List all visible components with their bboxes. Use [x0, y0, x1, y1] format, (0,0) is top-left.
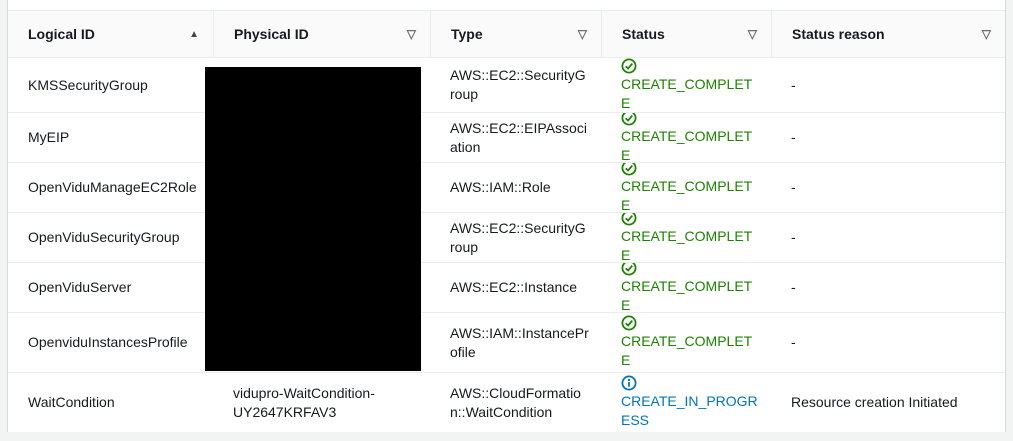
table-row[interactable]: OpenViduServer AWS::EC2::Instance CREATE…	[8, 262, 1005, 312]
cell-type: AWS::IAM::Role	[450, 179, 551, 195]
info-circle-icon	[621, 375, 637, 391]
column-header-status-reason[interactable]: Status reason ▽	[771, 11, 1005, 57]
redaction-overlay	[205, 67, 421, 371]
status-label: CREATE_COMPLETE	[621, 128, 753, 162]
sort-ascending-icon[interactable]: ▲	[189, 28, 199, 40]
status-label: CREATE_COMPLETE	[621, 75, 753, 111]
table-row[interactable]: KMSSecurityGroup AWS::EC2::SecurityGroup…	[8, 58, 1005, 112]
cell-type: AWS::EC2::SecurityGroup	[450, 219, 586, 255]
status-label: CREATE_COMPLETE	[621, 228, 753, 262]
status-label: CREATE_COMPLETE	[621, 178, 753, 212]
cell-logical-id: MyEIP	[28, 129, 70, 145]
column-header-label: Status	[622, 26, 665, 42]
column-header-logical-id[interactable]: Logical ID ▲	[8, 11, 213, 57]
cell-status-reason: Resource creation Initiated	[791, 394, 958, 410]
cell-logical-id: OpenviduInstancesProfile	[28, 334, 188, 350]
filter-icon[interactable]: ▽	[577, 27, 587, 41]
cell-type: AWS::CloudFormation::WaitCondition	[450, 384, 581, 420]
cell-status-reason: -	[791, 179, 796, 195]
cell-status: CREATE_COMPLETE	[601, 263, 771, 312]
card-top-divider	[8, 0, 1005, 11]
status-label: CREATE_COMPLETE	[621, 278, 753, 312]
column-header-physical-id[interactable]: Physical ID ▽	[213, 11, 430, 57]
success-check-icon	[621, 58, 637, 73]
cell-logical-id: WaitCondition	[28, 394, 115, 410]
column-header-status[interactable]: Status ▽	[601, 11, 771, 57]
success-check-icon	[621, 315, 637, 331]
cell-type: AWS::IAM::InstanceProfile	[450, 324, 589, 360]
filter-icon[interactable]: ▽	[406, 27, 416, 41]
cell-status: CREATE_COMPLETE	[601, 163, 771, 212]
table-row[interactable]: OpenViduSecurityGroup AWS::EC2::Security…	[8, 212, 1005, 262]
cell-status-reason: -	[791, 229, 796, 245]
table-row[interactable]: OpenviduInstancesProfile AWS::IAM::Insta…	[8, 312, 1005, 372]
cell-status: CREATE_COMPLETE	[601, 213, 771, 262]
column-header-label: Logical ID	[28, 26, 95, 42]
filter-icon[interactable]: ▽	[747, 27, 757, 41]
success-check-icon	[621, 113, 637, 126]
cell-status-reason: -	[791, 334, 796, 350]
table-row[interactable]: OpenViduManageEC2Role AWS::IAM::Role CRE…	[8, 162, 1005, 212]
column-header-label: Physical ID	[234, 26, 309, 42]
cell-logical-id: KMSSecurityGroup	[28, 76, 148, 93]
success-check-icon	[621, 263, 637, 276]
filter-icon[interactable]: ▽	[981, 27, 991, 41]
success-check-icon	[621, 163, 637, 176]
cell-status: CREATE_COMPLETE	[601, 313, 771, 372]
cell-status: CREATE_COMPLETE	[601, 113, 771, 162]
cell-logical-id: OpenViduManageEC2Role	[28, 179, 197, 195]
cell-logical-id: OpenViduServer	[28, 279, 132, 295]
table-header-row: Logical ID ▲ Physical ID ▽ Type ▽ Status…	[8, 11, 1005, 58]
cell-status-reason: -	[791, 76, 796, 93]
cell-physical-id: vidupro-WaitCondition-UY2647KRFAV3	[233, 384, 375, 420]
table-row[interactable]: MyEIP AWS::EC2::EIPAssociation CREATE_CO…	[8, 112, 1005, 162]
column-header-label: Type	[451, 26, 483, 42]
cell-status: CREATE_IN_PROGRESS	[601, 373, 771, 432]
cell-status: CREATE_COMPLETE	[601, 58, 771, 112]
table-row[interactable]: WaitCondition vidupro-WaitCondition-UY26…	[8, 372, 1005, 432]
status-label: CREATE_COMPLETE	[621, 333, 753, 368]
cell-type: AWS::EC2::EIPAssociation	[450, 119, 587, 155]
success-check-icon	[621, 213, 637, 226]
cell-logical-id: OpenViduSecurityGroup	[28, 229, 180, 245]
status-label: CREATE_IN_PROGRESS	[621, 393, 758, 428]
column-header-type[interactable]: Type ▽	[430, 11, 601, 57]
cell-status-reason: -	[791, 129, 796, 145]
cell-type: AWS::EC2::SecurityGroup	[450, 67, 586, 102]
column-header-label: Status reason	[792, 26, 885, 42]
cell-status-reason: -	[791, 279, 796, 295]
resources-table-card: Logical ID ▲ Physical ID ▽ Type ▽ Status…	[7, 0, 1006, 432]
cell-type: AWS::EC2::Instance	[450, 279, 578, 295]
